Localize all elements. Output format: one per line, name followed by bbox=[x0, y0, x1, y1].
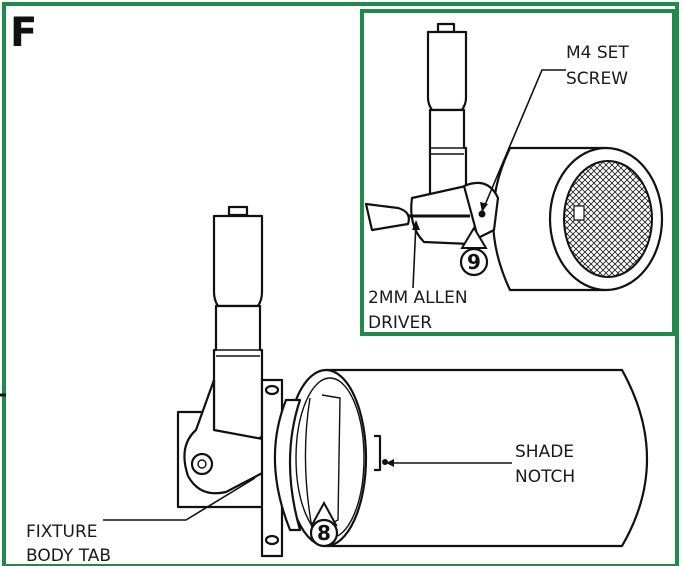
pivot-bolt-inner bbox=[197, 459, 207, 469]
m4-set-screw-label-1: M4 SET bbox=[566, 43, 629, 63]
allen-driver-handle bbox=[364, 202, 410, 232]
shade-notch bbox=[374, 434, 382, 472]
stem-upper bbox=[212, 214, 264, 308]
step-8-number: 8 bbox=[317, 521, 331, 545]
step-9-badge bbox=[459, 247, 489, 277]
allen-driver-leader bbox=[412, 221, 417, 289]
shade-notch-label-1: SHADE bbox=[515, 442, 574, 462]
inset-lens-mesh bbox=[563, 160, 653, 278]
reflector bbox=[273, 398, 302, 532]
step-9-number: 9 bbox=[467, 250, 481, 274]
fixture-body-tab-label-1: FIXTURE bbox=[26, 522, 98, 542]
set-screw-leader bbox=[481, 69, 566, 213]
m4-set-screw bbox=[478, 210, 486, 218]
stem-cap bbox=[227, 205, 249, 217]
step-8-badge bbox=[309, 518, 339, 548]
inset-stem-upper bbox=[426, 30, 468, 112]
pivot-bolt-outer bbox=[190, 452, 214, 476]
shade-notch-label-2: NOTCH bbox=[515, 467, 575, 487]
main-fixture-illustration: 8 bbox=[103, 205, 649, 558]
inset-stem-cap bbox=[436, 22, 456, 34]
fixture-tab-leader bbox=[103, 477, 256, 521]
allen-driver-label-2: DRIVER bbox=[368, 313, 432, 333]
m4-set-screw-label-2: SCREW bbox=[566, 69, 628, 89]
panel-letter: F bbox=[10, 10, 37, 56]
inset-stem-lower bbox=[428, 108, 468, 212]
bracket-hole-bottom bbox=[264, 534, 280, 546]
fixture-body-tab-label-2: BODY TAB bbox=[26, 546, 111, 566]
allen-driver-label-1: 2MM ALLEN bbox=[368, 288, 468, 308]
bracket-hole-top bbox=[264, 384, 280, 396]
inset-collar bbox=[462, 181, 500, 240]
inset-detail: 9 bbox=[360, 9, 676, 336]
stem-lower bbox=[212, 304, 264, 454]
